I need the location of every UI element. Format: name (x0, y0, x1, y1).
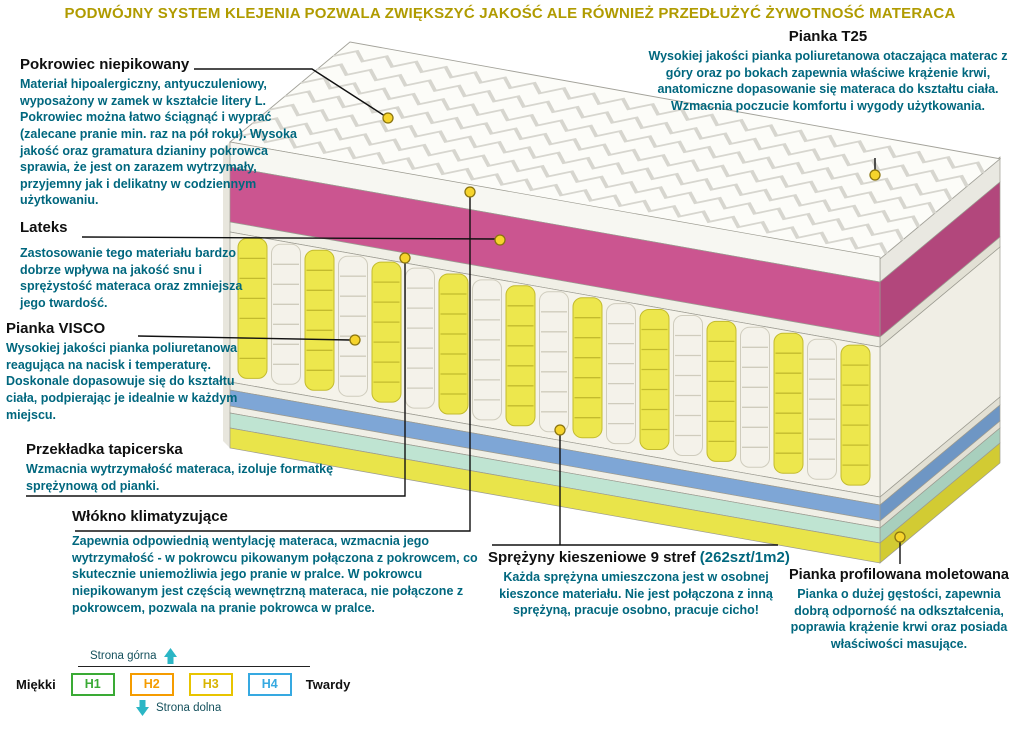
mattress-front-layers (229, 141, 881, 564)
annotation-profilowana: Pianka profilowana moletowana Pianka o d… (781, 567, 1017, 653)
annotation-body: Zastosowanie tego materiału bardzo dobrz… (20, 246, 243, 310)
callout-line-przekladka (26, 260, 406, 497)
page-title: PODWÓJNY SYSTEM KLEJENIA POZWALA ZWIĘKSZ… (64, 5, 956, 22)
annotation-wlokno: Włókno klimatyzujące Zapewnia odpowiedni… (72, 508, 484, 616)
layer-profiled-foam (229, 427, 881, 564)
callout-marker (464, 186, 476, 198)
hard-label: Twardy (305, 677, 351, 692)
top-side-label: Strona górna (90, 650, 157, 662)
annotation-body: Zapewnia odpowiednią wentylację materaca… (72, 534, 478, 615)
callout-line-sprezyny (492, 433, 778, 546)
bottom-side-label: Strona dolna (156, 702, 222, 714)
annotation-heading: Pokrowiec niepikowany (20, 56, 190, 73)
callout-marker (869, 169, 881, 181)
hardness-h1: H1 (70, 673, 115, 696)
annotation-heading: Pianka T25 (788, 28, 868, 45)
annotation-body: Pianka o dużej gęstości, zapewnia dobrą … (790, 587, 1008, 651)
annotation-body: Wzmacnia wytrzymałość materaca, izoluje … (26, 462, 334, 493)
callout-line-wlokno (75, 196, 471, 532)
scale-line (78, 666, 310, 667)
annotation-body: Materiał hipoalergiczny, antyuczuleniowy… (20, 77, 297, 208)
soft-label: Miękki (16, 677, 56, 692)
callout-marker (554, 424, 566, 436)
callout-marker (894, 531, 906, 543)
annotation-heading: Pianka profilowana moletowana (789, 567, 1009, 583)
annotation-body: Każda sprężyna umieszczona jest w osobne… (499, 570, 773, 618)
annotation-heading: Pianka VISCO (6, 320, 106, 337)
quilting-pattern (236, 49, 985, 255)
annotation-pianka-t25: Pianka T25 Wysokiej jakości pianka poliu… (642, 28, 1014, 115)
hardness-h2: H2 (129, 673, 174, 696)
arrow-down-icon (136, 700, 149, 716)
hardness-h4: H4 (247, 673, 292, 696)
arrow-up-icon (163, 648, 177, 664)
annotation-przekladka: Przekładka tapicerska Wzmacnia wytrzymał… (26, 441, 398, 494)
hardness-scale: Strona górna Miękki H1 H2 H3 H4 Twardy S… (16, 648, 356, 716)
bottom-side-indicator: Strona dolna (136, 700, 356, 716)
callout-line-visco (137, 335, 351, 341)
callout-markers (349, 112, 906, 543)
pocket-springs (237, 237, 871, 486)
mattress-right-side (879, 156, 1001, 564)
annotation-lateks: Lateks Zastosowanie tego materiału bardz… (20, 219, 260, 312)
annotation-heading: Sprężyny kieszeniowe 9 stref (262szt/1m2… (488, 549, 790, 566)
annotation-heading: Lateks (20, 219, 68, 236)
annotation-heading-main: Sprężyny kieszeniowe 9 stref (488, 549, 696, 566)
annotation-heading-suffix: (262szt/1m2) (699, 549, 790, 566)
hardness-h3: H3 (188, 673, 233, 696)
annotation-body: Wysokiej jakości pianka poliuretanowa re… (6, 341, 238, 422)
callout-marker (494, 234, 506, 246)
annotation-pianka-visco: Pianka VISCO Wysokiej jakości pianka pol… (6, 320, 256, 423)
annotation-body: Wysokiej jakości pianka poliuretanowa ot… (648, 49, 1008, 113)
annotation-heading: Przekładka tapicerska (26, 441, 183, 458)
hardness-levels: Miękki H1 H2 H3 H4 Twardy (16, 673, 356, 696)
callout-marker (349, 334, 361, 346)
annotation-heading: Włókno klimatyzujące (72, 508, 228, 525)
callout-line-pokrowiec (194, 68, 389, 119)
annotation-pokrowiec: Pokrowiec niepikowany Materiał hipoalerg… (20, 56, 312, 209)
callout-marker (382, 112, 394, 124)
callout-marker (399, 252, 411, 264)
callout-line-lateks (81, 236, 498, 240)
callout-lines (26, 68, 901, 564)
annotation-sprezyny: Sprężyny kieszeniowe 9 stref (262szt/1m2… (488, 549, 790, 619)
top-side-indicator: Strona górna (90, 648, 356, 664)
mattress-left-edge (223, 142, 230, 448)
mattress-top-cover (228, 41, 1002, 260)
